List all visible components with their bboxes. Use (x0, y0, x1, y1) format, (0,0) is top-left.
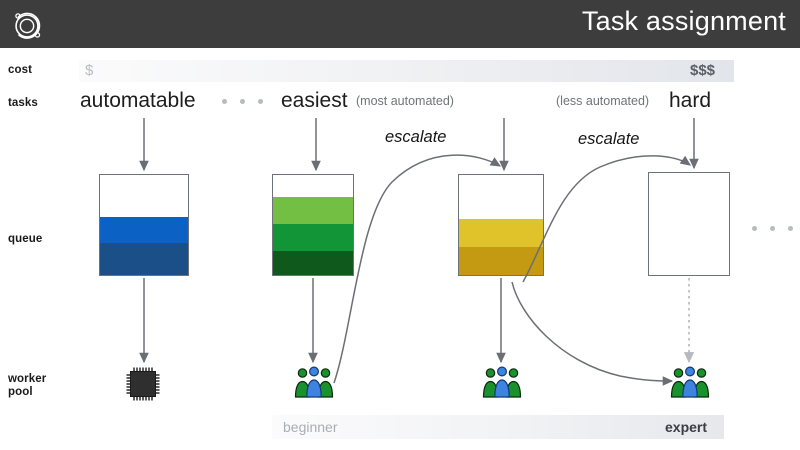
queue-box-hard (648, 172, 730, 276)
queue-band-blue-dark (100, 243, 188, 275)
task-label-hard: hard (669, 89, 712, 112)
skill-gradient-bar (272, 415, 724, 439)
queue-band-green-mid (273, 224, 353, 251)
row-label-cost: cost (8, 64, 33, 76)
dot (222, 99, 227, 104)
cost-gradient-bar (79, 60, 734, 82)
skill-max-label: expert (665, 419, 708, 435)
escalate-arrow-3 (511, 281, 674, 386)
atom-orbit-logo-icon (15, 12, 41, 39)
slide-header: Task assignment (0, 0, 800, 48)
worker-group-icon-expert (670, 366, 710, 398)
header-divider (0, 48, 800, 50)
dot (770, 226, 775, 231)
queue-box-easiest (272, 174, 354, 276)
row-label-worker-pool-line1: worker (8, 373, 47, 385)
queue-band-green-light (273, 197, 353, 224)
cost-max-label: $$$ (690, 62, 716, 79)
escalate-label-1: escalate (385, 128, 447, 146)
worker-group-icon-intermediate (482, 366, 522, 398)
tasks-ellipsis-dots (222, 99, 263, 104)
cpu-chip-icon (126, 367, 160, 401)
queue-band-gold-dark (459, 247, 543, 275)
queue-band-blue-light (100, 217, 188, 243)
worker-group-icon-beginner (294, 366, 334, 398)
task-label-easiest: easiest (281, 89, 348, 112)
queue-box-medium (458, 174, 544, 276)
queue-box-automatable (99, 174, 189, 276)
dot (788, 226, 793, 231)
dot (752, 226, 757, 231)
dot (258, 99, 263, 104)
skill-min-label: beginner (283, 419, 338, 435)
queue-band-green-dark (273, 251, 353, 275)
row-label-queue: queue (8, 233, 43, 245)
page-title: Task assignment (581, 6, 786, 36)
row-label-tasks: tasks (8, 97, 38, 109)
dot (240, 99, 245, 104)
queue-ellipsis-dots (752, 226, 793, 231)
queue-band-gold-light (459, 219, 543, 247)
cost-min-label: $ (85, 62, 94, 79)
task-note-less-automated: (less automated) (556, 94, 650, 108)
escalate-label-2: escalate (578, 130, 640, 148)
task-label-automatable: automatable (80, 89, 196, 112)
row-label-worker-pool-line2: pool (8, 386, 33, 398)
task-note-most-automated: (most automated) (356, 94, 454, 108)
